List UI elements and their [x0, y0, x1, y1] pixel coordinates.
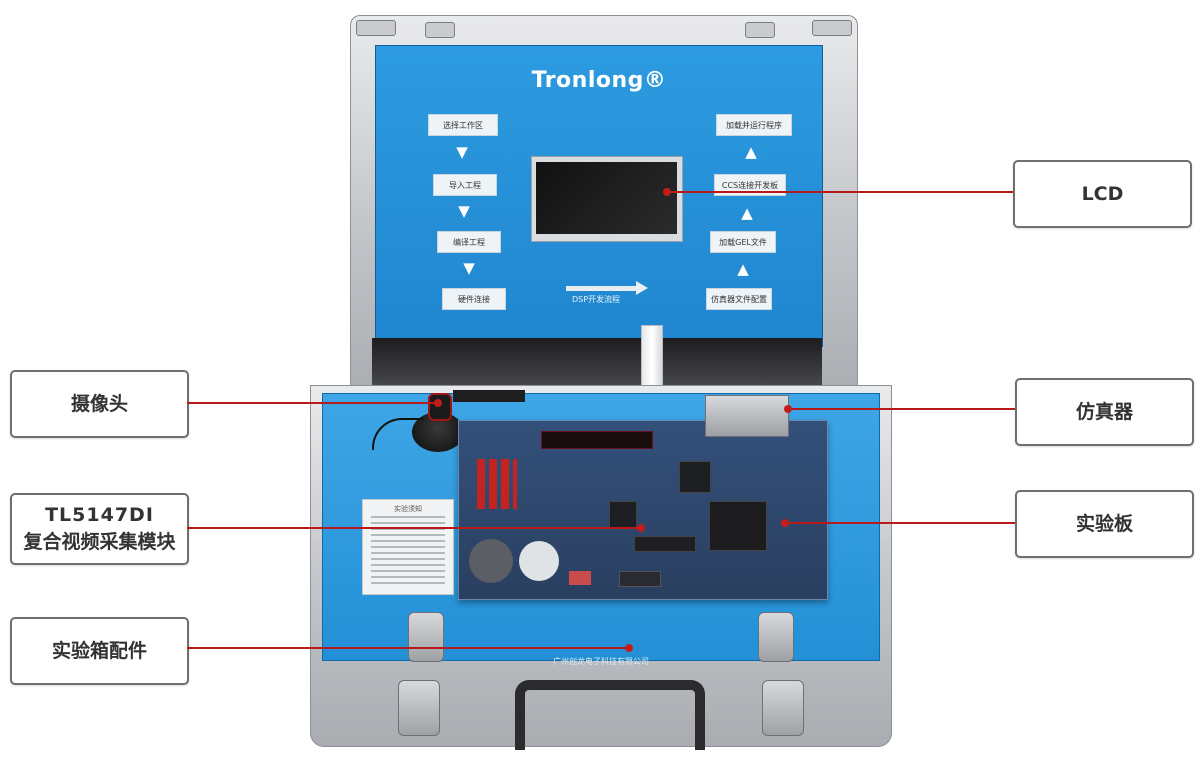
lid-clip-left — [425, 22, 455, 38]
leader-module — [187, 527, 641, 529]
flow-arrow-icon — [566, 286, 638, 291]
callout-module-line2: 复合视频采集模块 — [23, 531, 176, 553]
callout-module-line1: TL5147DI — [45, 504, 154, 526]
company-name: 广州创龙电子科技有限公司 — [553, 657, 649, 666]
step-hardware-connect: 硬件连接 — [442, 288, 506, 310]
brand-logo: Tronlong® — [531, 68, 667, 93]
leader-board — [785, 522, 1015, 524]
leader-dot-camera — [434, 399, 442, 407]
leader-lcd — [667, 191, 1013, 193]
notice-title: 实验须知 — [394, 505, 422, 513]
callout-module: TL5147DI 复合视频采集模块 — [10, 493, 189, 565]
leader-emulator — [788, 408, 1015, 410]
experiment-board — [458, 420, 828, 600]
arrow-down-icon: ▼ — [463, 259, 475, 277]
callout-board: 实验板 — [1015, 490, 1194, 558]
step-compile-project: 编译工程 — [437, 231, 501, 253]
lid-clip-right — [745, 22, 775, 38]
step-select-workspace: 选择工作区 — [428, 114, 498, 136]
leader-dot-accessories — [625, 644, 633, 652]
leader-dot-emulator — [784, 405, 792, 413]
lcd-screen — [531, 156, 683, 242]
arrow-down-icon: ▼ — [456, 143, 468, 161]
step-ccs-connect: CCS连接开发板 — [714, 174, 786, 196]
lid-corner-left — [356, 20, 396, 36]
case-handle — [515, 680, 705, 750]
front-latch-right — [762, 680, 804, 736]
camera-lens — [428, 393, 452, 421]
flow-label: DSP开发流程 — [572, 295, 621, 304]
camera-bar — [453, 390, 525, 402]
callout-lcd: LCD — [1013, 160, 1192, 228]
arrow-up-icon: ▲ — [745, 143, 757, 161]
lid-corner-right — [812, 20, 852, 36]
leader-dot-lcd — [663, 188, 671, 196]
emulator-device — [705, 395, 789, 437]
base-latch-right — [758, 612, 794, 662]
leader-dot-board — [781, 519, 789, 527]
flow-arrow-head — [636, 281, 648, 295]
leader-camera — [187, 402, 437, 404]
leader-accessories — [187, 647, 629, 649]
step-load-run-program: 加载并运行程序 — [716, 114, 792, 136]
callout-emulator: 仿真器 — [1015, 378, 1194, 446]
leader-dot-module — [637, 524, 645, 532]
lid-panel: Tronlong® 选择工作区 ▼ 导入工程 ▼ 编译工程 ▼ 硬件连接 加载并… — [375, 45, 823, 347]
callout-camera: 摄像头 — [10, 370, 189, 438]
arrow-down-icon: ▼ — [458, 202, 470, 220]
arrow-up-icon: ▲ — [741, 204, 753, 222]
step-load-gel: 加载GEL文件 — [710, 231, 776, 253]
callout-accessories: 实验箱配件 — [10, 617, 189, 685]
step-import-project: 导入工程 — [433, 174, 497, 196]
arrow-up-icon: ▲ — [737, 260, 749, 278]
seven-segment-display — [541, 431, 653, 449]
base-latch-left — [408, 612, 444, 662]
front-latch-left — [398, 680, 440, 736]
notice-card: 实验须知 — [362, 499, 454, 595]
step-emulator-config: 仿真器文件配置 — [706, 288, 772, 310]
lid-inner-shadow — [372, 338, 822, 390]
keypad — [709, 501, 767, 551]
